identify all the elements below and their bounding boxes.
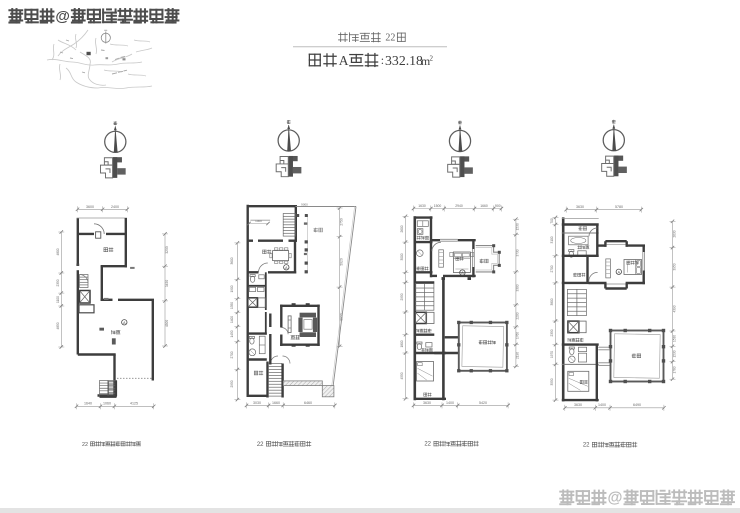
svg-text:1400: 1400 [598, 403, 606, 407]
svg-text:1400: 1400 [446, 401, 454, 405]
svg-text:3630: 3630 [574, 403, 582, 407]
svg-text:3450: 3450 [165, 280, 169, 288]
svg-text:3200: 3200 [165, 246, 169, 254]
svg-text:3950: 3950 [672, 263, 676, 270]
svg-text:22: 22 [385, 33, 395, 44]
svg-text:332.18: 332.18 [385, 53, 423, 68]
svg-text:1660: 1660 [272, 401, 280, 405]
svg-text:3550: 3550 [550, 378, 554, 385]
svg-text:22: 22 [583, 443, 590, 449]
svg-text:1970: 1970 [550, 351, 554, 358]
svg-text:3600: 3600 [230, 257, 234, 264]
svg-text:1500: 1500 [434, 204, 442, 208]
svg-text:2190: 2190 [516, 352, 520, 359]
svg-text:1640: 1640 [84, 402, 92, 406]
svg-text:2750: 2750 [339, 218, 343, 226]
svg-text:3630: 3630 [423, 401, 431, 405]
svg-text:@: @ [608, 490, 623, 507]
svg-text:1350: 1350 [230, 302, 234, 309]
svg-text:2700: 2700 [230, 351, 234, 358]
svg-text:4125: 4125 [130, 402, 138, 406]
svg-text:1530: 1530 [672, 335, 676, 342]
svg-text:A: A [123, 321, 126, 325]
svg-text:2200: 2200 [516, 312, 520, 319]
svg-text:3300: 3300 [516, 284, 520, 291]
svg-text:2950: 2950 [230, 380, 234, 387]
svg-text:2950: 2950 [400, 293, 404, 300]
svg-text:1000: 1000 [255, 219, 262, 223]
svg-text:1800: 1800 [400, 340, 404, 347]
svg-text:1530: 1530 [516, 223, 520, 230]
svg-text::: : [381, 53, 384, 67]
svg-text:5780: 5780 [615, 205, 623, 209]
svg-text:1760: 1760 [672, 366, 676, 373]
svg-text:A: A [618, 270, 621, 274]
svg-text:2350: 2350 [550, 329, 554, 336]
svg-text:1630: 1630 [418, 204, 426, 208]
svg-text:2400: 2400 [111, 205, 119, 209]
svg-text:22: 22 [424, 442, 431, 448]
svg-text:4850: 4850 [56, 322, 60, 329]
svg-text:3730: 3730 [516, 249, 520, 256]
svg-text:4500: 4500 [165, 320, 169, 328]
svg-text:22: 22 [257, 442, 264, 448]
svg-text:5020: 5020 [339, 258, 343, 266]
svg-text:2: 2 [430, 55, 434, 63]
svg-text:1450: 1450 [230, 330, 234, 337]
svg-text:6460: 6460 [304, 401, 312, 405]
svg-text:4390: 4390 [672, 305, 676, 312]
svg-text:2350: 2350 [56, 279, 60, 286]
svg-text:1900: 1900 [230, 285, 234, 292]
svg-text:5950: 5950 [339, 313, 343, 321]
svg-text:4800: 4800 [56, 248, 60, 255]
svg-text:22: 22 [82, 442, 88, 448]
svg-text:5420: 5420 [479, 401, 487, 405]
svg-text:m: m [421, 54, 431, 68]
svg-text:9000: 9000 [301, 202, 308, 206]
svg-text:3000: 3000 [400, 253, 404, 260]
svg-text:2700: 2700 [550, 265, 554, 272]
svg-text:1660: 1660 [480, 204, 488, 208]
svg-text:4550: 4550 [400, 372, 404, 379]
svg-text:2630: 2630 [672, 230, 676, 237]
svg-text:700: 700 [550, 218, 554, 224]
svg-text:2940: 2940 [455, 204, 463, 208]
svg-text:900: 900 [495, 204, 501, 208]
svg-text:6490: 6490 [633, 403, 641, 407]
svg-text:3100: 3100 [550, 236, 554, 243]
svg-text:3800: 3800 [550, 298, 554, 305]
svg-text:2600: 2600 [400, 225, 404, 232]
svg-text:3030: 3030 [253, 401, 261, 405]
svg-text:A: A [339, 53, 349, 68]
svg-text:A: A [285, 266, 288, 270]
svg-text:1100: 1100 [56, 296, 60, 303]
svg-text:1400: 1400 [230, 316, 234, 323]
svg-text:3630: 3630 [576, 205, 584, 209]
svg-text:A: A [461, 271, 464, 275]
svg-text:3600: 3600 [86, 205, 94, 209]
svg-text:1760: 1760 [516, 332, 520, 339]
svg-text:1530: 1530 [672, 350, 676, 357]
svg-text:1060: 1060 [103, 402, 111, 406]
svg-text:@: @ [55, 9, 70, 25]
